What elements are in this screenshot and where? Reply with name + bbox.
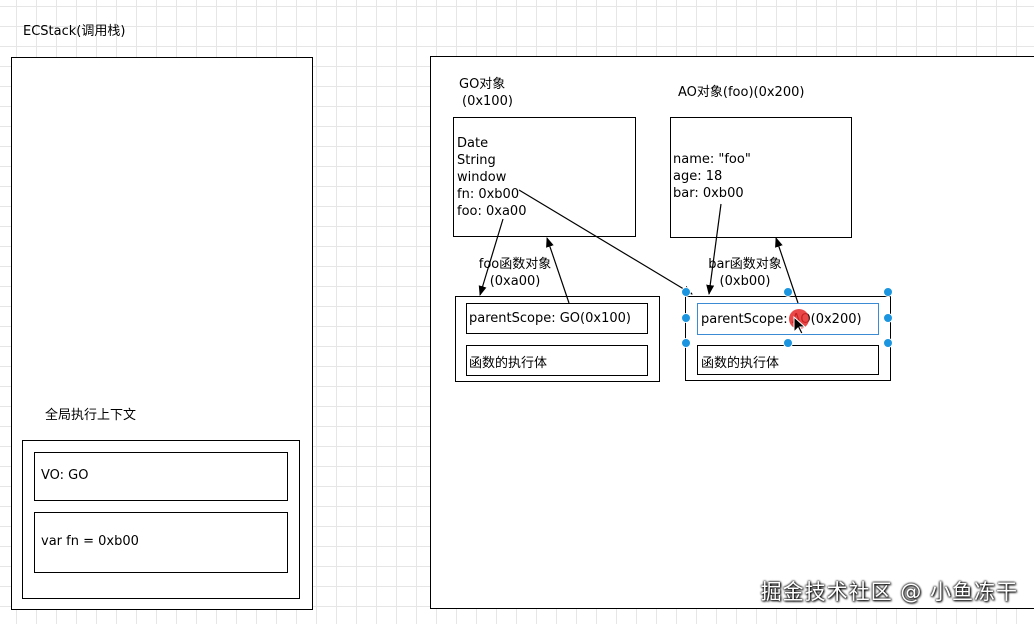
arrow-go-foo-to-foo-func [478, 218, 504, 296]
arrow-foo-parentscope-to-go [546, 237, 570, 304]
go-prop-foo: foo: 0xa00 [457, 204, 527, 219]
selection-handle-bottom-right[interactable] [883, 338, 893, 348]
selection-handle-middle-right[interactable] [883, 313, 893, 323]
ecstack-title: ECStack(调用栈) [23, 24, 126, 39]
foo-parent-scope-text: parentScope: GO(0x100) [469, 311, 631, 326]
var-fn-text: var fn = 0xb00 [41, 534, 139, 549]
arrow-go-fn-to-bar-func [518, 189, 693, 295]
bar-parent-scope-addr: (0x200) [810, 312, 862, 327]
foo-body-text: 函数的执行体 [469, 356, 548, 371]
ao-object-box[interactable]: name: "foo" age: 18 bar: 0xb00 [670, 117, 852, 238]
mouse-pointer-icon [793, 316, 807, 335]
ao-title: AO对象(foo)(0x200) [678, 85, 805, 100]
var-fn-box[interactable]: var fn = 0xb00 [34, 512, 288, 573]
go-props-list: Date String window fn: 0xb00 foo: 0xa00 [457, 135, 526, 220]
foo-func-title-line1: foo函数对象 [478, 257, 552, 272]
go-prop-fn: fn: 0xb00 [457, 187, 520, 202]
ao-props-list: name: "foo" age: 18 bar: 0xb00 [673, 151, 751, 202]
ao-prop-name: name: "foo" [673, 152, 751, 167]
bar-parent-scope-box[interactable]: parentScope: AO(0x200) [697, 303, 879, 335]
selection-handle-bottom-center[interactable] [783, 338, 793, 348]
ao-prop-bar: bar: 0xb00 [673, 186, 744, 201]
vo-box[interactable]: VO: GO [34, 452, 288, 501]
arrow-ao-bar-to-bar-func [706, 203, 722, 295]
selection-handle-top-left[interactable] [681, 287, 691, 297]
watermark-text: 掘金技术社区 @ 小鱼冻干 [760, 580, 1018, 604]
foo-body-box[interactable]: 函数的执行体 [466, 345, 648, 376]
bar-body-text: 函数的执行体 [701, 356, 780, 371]
bar-func-title-line2: (0xb00) [719, 274, 771, 289]
go-object-box[interactable]: Date String window fn: 0xb00 foo: 0xa00 [453, 117, 636, 237]
foo-func-title-line2: (0xa00) [489, 274, 541, 289]
selection-handle-middle-left[interactable] [681, 313, 691, 323]
go-title-line1: GO对象 [459, 77, 506, 92]
go-prop-window: window [457, 170, 507, 185]
bar-parent-scope-prefix: parentScope: [701, 312, 792, 327]
go-title-line2: (0x100) [462, 94, 513, 109]
bar-func-title-line1: bar函数对象 [708, 257, 782, 272]
go-prop-date: Date [457, 136, 489, 151]
global-context-title: 全局执行上下文 [45, 408, 137, 423]
ao-prop-age: age: 18 [673, 169, 723, 184]
selection-handle-top-right[interactable] [883, 287, 893, 297]
vo-text: VO: GO [41, 468, 89, 483]
go-prop-string: String [457, 153, 496, 168]
selection-handle-top-center[interactable] [783, 287, 793, 297]
foo-parent-scope-box[interactable]: parentScope: GO(0x100) [466, 303, 648, 334]
selection-handle-bottom-left[interactable] [681, 338, 691, 348]
arrow-bar-parentscope-to-ao [775, 237, 799, 304]
